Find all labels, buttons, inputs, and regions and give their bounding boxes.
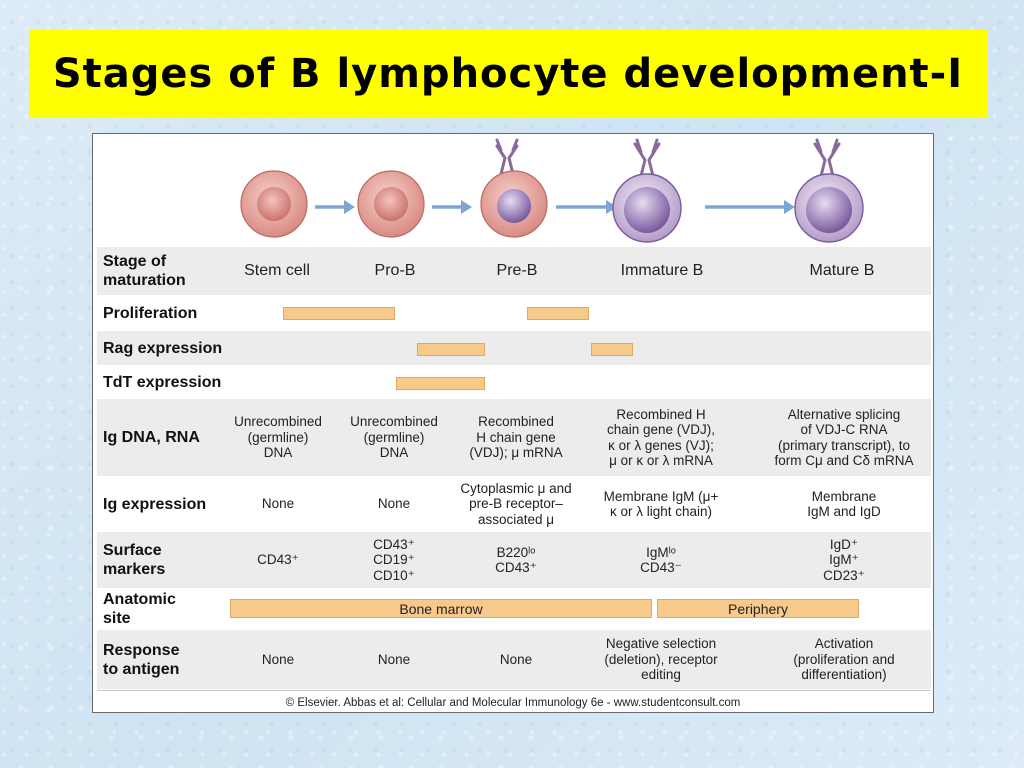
stage-stem-cell: Stem cell xyxy=(244,262,310,280)
ig-dna-pre-b: Recombined H chain gene (VDJ); μ mRNA xyxy=(469,414,563,461)
pro-b-cell-icon xyxy=(357,170,425,238)
cell-stages-illustration xyxy=(240,138,864,243)
slide-title: Stages of B lymphocyte development-I xyxy=(52,51,964,97)
proliferation-bar-pre-b xyxy=(527,307,589,320)
row-label: Stage of maturation xyxy=(103,253,186,289)
rag-bar-pro-b xyxy=(417,343,485,356)
stage-pre-b: Pre-B xyxy=(496,262,538,280)
stage-mature-b: Mature B xyxy=(809,262,875,280)
bone-marrow-bar: Bone marrow xyxy=(230,599,652,618)
surface-mature-b: IgD⁺ IgM⁺ CD23⁺ xyxy=(823,536,865,583)
row-label: Ig DNA, RNA xyxy=(103,429,200,446)
title-banner: Stages of B lymphocyte development-I xyxy=(29,30,987,118)
rag-bar-pre-b-immature xyxy=(591,343,633,356)
tdt-bar-pro-b xyxy=(396,377,485,390)
stem-cell-icon xyxy=(240,170,308,238)
ig-expr-pre-b: Cytoplasmic μ and pre-B receptor– associ… xyxy=(460,480,572,527)
row-ig-dna-rna: Ig DNA, RNA Unrecombined (germline) DNA … xyxy=(97,399,931,476)
row-label: TdT expression xyxy=(103,373,222,391)
ig-dna-pro-b: Unrecombined (germline) DNA xyxy=(350,414,438,461)
surface-pro-b: CD43⁺ CD19⁺ CD10⁺ xyxy=(373,536,415,583)
response-pro-b: None xyxy=(377,651,411,667)
b-cell-development-figure: Stage of maturation Stem cell Pro-B Pre-… xyxy=(92,133,934,713)
ig-dna-mature-b: Alternative splicing of VDJ-C RNA (prima… xyxy=(774,406,914,469)
row-surface-markers: Surface markers CD43⁺ CD43⁺ CD19⁺ CD10⁺ … xyxy=(97,532,931,588)
arrow-head-icon xyxy=(461,200,472,214)
stage-pro-b: Pro-B xyxy=(374,262,416,280)
arrow-head-icon xyxy=(784,200,795,214)
arrow-head-icon xyxy=(606,200,617,214)
surface-immature-b: IgMˡᵒ CD43⁻ xyxy=(640,544,682,576)
row-label: Rag expression xyxy=(103,339,223,357)
ig-expr-immature-b: Membrane IgM (μ+ κ or λ light chain) xyxy=(603,488,719,520)
row-label: Anatomic site xyxy=(103,591,176,627)
row-stage-of-maturation: Stage of maturation Stem cell Pro-B Pre-… xyxy=(97,247,931,295)
row-anatomic-site: Anatomic site Bone marrow Periphery xyxy=(97,589,931,629)
periphery-bar: Periphery xyxy=(657,599,859,618)
response-immature-b: Negative selection (deletion), receptor … xyxy=(604,636,718,683)
row-proliferation: Proliferation xyxy=(97,296,931,330)
row-rag-expression: Rag expression xyxy=(97,331,931,365)
response-mature-b: Activation (proliferation and differenti… xyxy=(793,636,895,683)
surface-stem-cell: CD43⁺ xyxy=(257,552,299,568)
ig-dna-immature-b: Recombined H chain gene (VDJ), κ or λ ge… xyxy=(606,406,716,469)
copyright-credit: © Elsevier. Abbas et al: Cellular and Mo… xyxy=(285,697,741,709)
row-label: Response to antigen xyxy=(103,641,180,678)
stage-immature-b: Immature B xyxy=(620,262,704,280)
immature-b-cell-icon xyxy=(612,138,682,243)
ig-expr-pro-b: None xyxy=(377,496,411,512)
row-tdt-expression: TdT expression xyxy=(97,366,931,398)
ig-dna-stem-cell: Unrecombined (germline) DNA xyxy=(234,414,322,461)
response-stem-cell: None xyxy=(261,651,295,667)
bottom-divider xyxy=(97,690,931,691)
response-pre-b: None xyxy=(499,651,533,667)
pre-b-cell-icon xyxy=(480,138,548,238)
row-label: Proliferation xyxy=(103,304,198,322)
proliferation-bar-stem-to-pro-b xyxy=(283,307,395,320)
row-ig-expression: Ig expression None None Cytoplasmic μ an… xyxy=(97,477,931,531)
row-label: Surface markers xyxy=(103,542,166,578)
mature-b-cell-icon xyxy=(794,138,864,243)
row-label: Ig expression xyxy=(103,495,207,513)
row-response-to-antigen: Response to antigen None None None Negat… xyxy=(97,630,931,689)
ig-expr-stem-cell: None xyxy=(261,496,295,512)
ig-expr-mature-b: Membrane IgM and IgD xyxy=(807,488,881,520)
arrow-head-icon xyxy=(344,200,355,214)
surface-pre-b: B220ˡᵒ CD43⁺ xyxy=(495,544,537,576)
